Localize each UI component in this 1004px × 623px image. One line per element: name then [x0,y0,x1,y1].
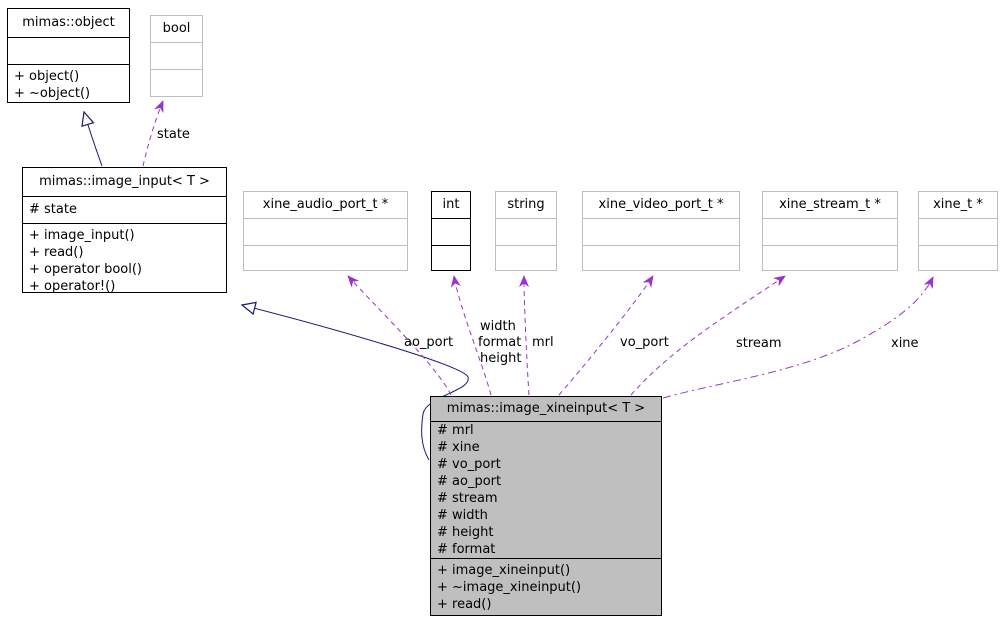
methods-compartment-empty [496,245,556,271]
class-title: xine_stream_t * [779,197,881,212]
class-title: bool [162,21,191,36]
attributes-compartment-empty [583,218,739,245]
attribute: # width [437,508,488,523]
edge-label-state: state [157,127,190,142]
edge-label-xine: xine [891,336,919,351]
edge-label-vo-port: vo_port [620,335,669,350]
class-title: int [442,197,460,212]
method: + image_xineinput() [437,563,571,578]
method: + ~image_xineinput() [437,580,582,595]
methods-compartment-empty [583,245,739,271]
edge-usage-width-format-height [450,275,492,396]
class-node-bool[interactable]: bool [150,15,203,97]
method: + read() [437,597,492,612]
method: + read() [29,245,84,260]
attributes-compartment-empty [496,218,556,245]
attributes-compartment-empty [919,218,997,245]
edge-usage-mrl [519,275,530,396]
attribute: # format [437,542,496,557]
class-node-xine-t[interactable]: xine_t * [918,191,998,271]
method: + operator bool() [29,262,142,277]
edge-label-ao-port: ao_port [404,335,454,350]
class-node-xine-audio-port[interactable]: xine_audio_port_t * [243,191,408,271]
class-node-mimas-image-xineinput: mimas::image_xineinput< T > # mrl # xine… [430,396,662,616]
methods-compartment-empty [244,245,407,271]
edge-label-height: height [480,351,522,366]
attributes-compartment-empty [763,218,897,245]
methods-compartment-empty [763,245,897,271]
methods-compartment: + image_input() + read() + operator bool… [23,223,226,295]
class-title: mimas::image_xineinput< T > [446,401,646,416]
attribute: # vo_port [437,457,501,472]
method: + image_input() [29,228,135,243]
method: + object() [14,69,80,84]
attribute: # mrl [437,423,474,438]
methods-compartment-empty [151,69,202,97]
edge-usage-ao-port [347,275,452,396]
class-title: xine_video_port_t * [598,197,724,212]
attribute: # state [29,202,77,217]
class-title: mimas::image_input< T > [39,174,210,189]
edge-usage-vo-port [558,275,654,396]
attribute: # height [437,525,494,540]
attributes-compartment: # state [23,196,226,223]
class-title: string [507,197,545,212]
edge-inheritance-image-input-to-object [81,110,103,167]
class-title: xine_audio_port_t * [262,197,389,212]
method: + ~object() [14,86,91,101]
class-node-xine-video-port[interactable]: xine_video_port_t * [582,191,740,271]
class-node-mimas-object[interactable]: mimas::object + object() + ~object() [7,8,130,103]
attributes-compartment-empty [151,42,202,69]
edge-label-width: width [480,319,516,334]
class-node-xine-stream[interactable]: xine_stream_t * [762,191,898,271]
edge-label-stream: stream [736,336,782,351]
edge-label-mrl: mrl [532,335,554,350]
attributes-compartment-empty [244,218,407,245]
edge-inheritance-xineinput-to-image-input [240,301,469,461]
attributes-compartment: # mrl # xine # vo_port # ao_port # strea… [431,421,661,558]
attribute: # stream [437,491,498,506]
edge-usage-xine [662,276,934,399]
methods-compartment: + object() + ~object() [8,64,129,102]
class-node-mimas-image-input[interactable]: mimas::image_input< T > # state + image_… [22,167,227,295]
class-title: xine_t * [933,197,983,212]
attribute: # xine [437,440,480,455]
method: + operator!() [29,279,116,294]
class-node-int[interactable]: int [431,191,471,271]
edge-usage-stream [630,275,786,396]
attributes-compartment-empty [8,37,129,64]
class-title: mimas::object [22,15,115,30]
methods-compartment-empty [432,245,470,271]
attribute: # ao_port [437,474,502,489]
class-node-string[interactable]: string [495,191,557,271]
methods-compartment: + image_xineinput() + ~image_xineinput()… [431,558,661,613]
edge-label-format: format [478,335,522,350]
methods-compartment-empty [919,245,997,271]
attributes-compartment-empty [432,218,470,245]
